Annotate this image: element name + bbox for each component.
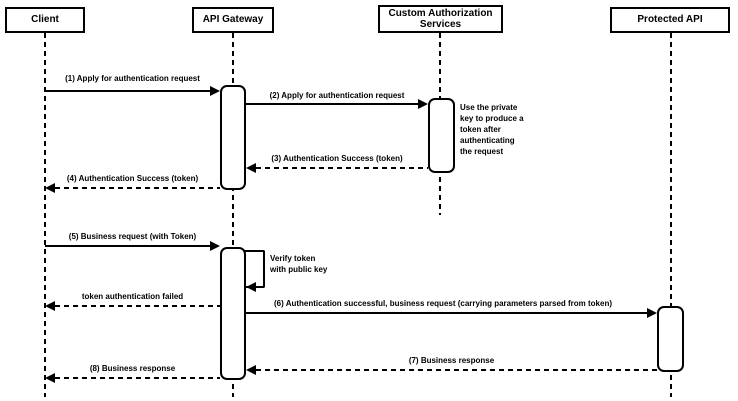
activation-custom-authorization-services xyxy=(428,98,455,173)
lifeline-client xyxy=(44,33,46,397)
actor-box-client: Client xyxy=(5,7,85,33)
message-4-label: (4) Authentication Success (token) xyxy=(66,174,199,183)
message-4-arrowhead xyxy=(45,183,55,193)
message-2-line xyxy=(246,103,418,105)
message-5-label: (5) Business request (with Token) xyxy=(68,232,197,241)
actor-box-api-gateway: API Gateway xyxy=(192,7,274,33)
message-7-arrowhead xyxy=(246,365,256,375)
message-1-arrowhead xyxy=(210,86,220,96)
activation-api-gateway-2 xyxy=(220,247,246,380)
message-8-label: (8) Business response xyxy=(89,364,176,373)
message-1-label: (1) Apply for authentication request xyxy=(65,74,200,83)
message-3-label: (3) Authentication Success (token) xyxy=(271,154,403,163)
message-2-arrowhead xyxy=(418,99,428,109)
activation-api-gateway-1 xyxy=(220,85,246,190)
message-7-label: (7) Business response xyxy=(408,356,495,365)
actor-label-client: Client xyxy=(31,14,59,26)
self-message-label: Verify token with public key xyxy=(270,254,328,274)
message-5-line xyxy=(45,245,210,247)
lifeline-protected-api xyxy=(670,33,672,397)
message-8-line xyxy=(55,377,220,379)
message-3-line xyxy=(256,167,428,169)
message-4-line xyxy=(55,187,220,189)
message-token-failed-arrowhead xyxy=(45,301,55,311)
lifeline-api-gateway xyxy=(232,33,234,397)
message-6-line xyxy=(246,312,647,314)
message-6-arrowhead xyxy=(647,308,657,318)
message-token-failed-line xyxy=(55,305,220,307)
message-token-failed-label: token authentication failed xyxy=(81,292,184,301)
message-2-label: (2) Apply for authentication request xyxy=(269,91,405,100)
message-8-arrowhead xyxy=(45,373,55,383)
activation-protected-api xyxy=(657,306,684,372)
note-private-key: Use the private key to produce a token a… xyxy=(460,103,524,156)
actor-box-protected-api: Protected API xyxy=(610,7,730,33)
actor-label-protected-api: Protected API xyxy=(637,14,703,26)
self-message-arrowhead xyxy=(246,282,256,292)
message-3-arrowhead xyxy=(246,163,256,173)
message-5-arrowhead xyxy=(210,241,220,251)
message-7-line xyxy=(256,369,657,371)
message-6-label: (6) Authentication successful, business … xyxy=(273,299,613,308)
message-1-line xyxy=(45,90,210,92)
actor-box-custom-authorization-services: Custom Authorization Services xyxy=(378,5,503,33)
actor-label-api-gateway: API Gateway xyxy=(202,14,264,26)
actor-label-custom-authorization-services: Custom Authorization Services xyxy=(388,7,493,31)
